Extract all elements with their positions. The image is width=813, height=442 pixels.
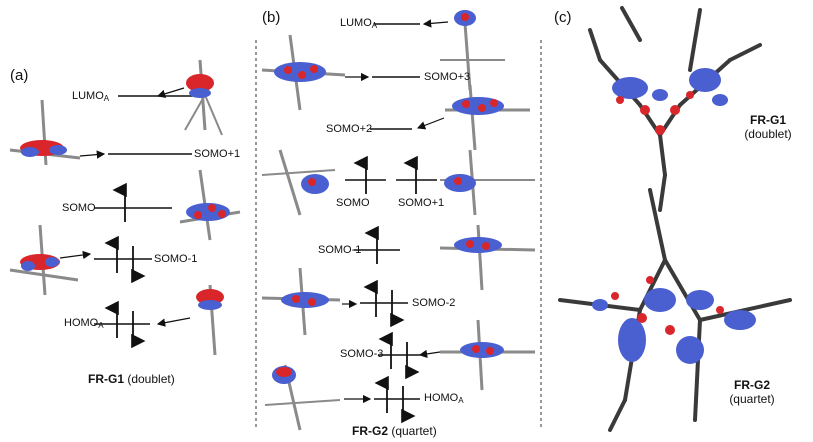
molecule-b-lumo	[440, 9, 505, 91]
molecule-c-fr-g1	[588, 6, 762, 212]
molecule-b-somo-minus1	[439, 224, 536, 291]
panel-c-label: (c)	[554, 9, 572, 26]
panel-b-arrows	[342, 19, 449, 404]
caption-c-g2: FR-G2(quartet)	[729, 378, 775, 406]
label-a-somo-minus1: SOMO-1	[154, 253, 198, 265]
panel-a-label: (a)	[10, 67, 29, 84]
molecule-b-somo-minus2	[261, 267, 341, 336]
label-a-somo-plus1: SOMO+1	[194, 148, 241, 160]
label-b-somo-plus3: SOMO+3	[424, 71, 471, 83]
label-a-somo: SOMO	[62, 202, 96, 214]
panel-a-arrows	[59, 87, 191, 327]
label-b-lumo: LUMOA	[340, 17, 378, 30]
molecule-a-somo	[179, 169, 241, 241]
caption-a: FR-G1 (doublet)	[88, 372, 175, 386]
molecule-c-fr-g2	[558, 188, 792, 432]
label-b-somo-plus1: SOMO+1	[398, 197, 445, 209]
caption-c-g1: FR-G1(doublet)	[744, 113, 792, 141]
molecule-b-somo-plus1	[440, 149, 535, 216]
label-b-homo: HOMOA	[424, 392, 464, 405]
label-b-somo-minus1: SOMO-1	[318, 244, 362, 256]
molecule-b-somo-minus3	[440, 319, 535, 391]
caption-b: FR-G2 (quartet)	[352, 424, 437, 438]
label-b-somo-minus3: SOMO-3	[340, 348, 384, 360]
molecule-b-homo	[264, 364, 341, 431]
molecule-b-somo-plus3	[261, 34, 346, 111]
panel-a-electrons	[104, 182, 146, 349]
label-b-somo-minus2: SOMO-2	[412, 297, 456, 309]
panel-b-label: (b)	[262, 9, 281, 26]
label-b-somo: SOMO	[336, 197, 370, 209]
molecule-a-somo-plus1	[9, 99, 81, 166]
molecule-a-lumo	[184, 59, 223, 136]
molecule-a-homo	[196, 284, 224, 356]
panel-a-levels	[94, 95, 196, 325]
label-a-homo: HOMOA	[64, 317, 104, 330]
label-a-lumo: LUMOA	[72, 90, 110, 103]
panel-b-electrons	[353, 155, 420, 424]
molecule-b-somo	[261, 149, 336, 216]
label-b-somo-plus2: SOMO+2	[326, 123, 373, 135]
molecule-a-somo-minus1	[9, 224, 79, 296]
molecule-b-somo-plus2	[445, 84, 530, 151]
